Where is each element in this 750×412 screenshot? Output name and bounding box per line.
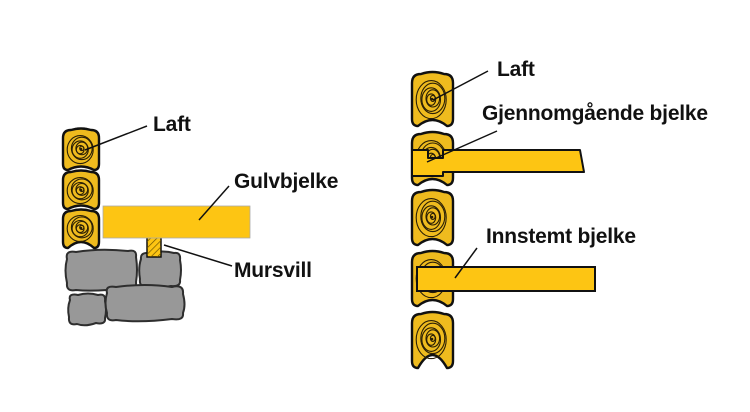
- label-laft-left: Laft: [153, 113, 191, 136]
- floor-beam: [102, 205, 251, 239]
- through-beam: [411, 149, 585, 177]
- label-mursvill: Mursvill: [234, 259, 312, 282]
- pointer-lines: [84, 70, 498, 279]
- log-end: [61, 208, 101, 250]
- label-gjennomgaende-bjelke: Gjennomgående bjelke: [482, 102, 708, 125]
- log-end: [410, 188, 455, 247]
- log-end: [410, 70, 455, 128]
- stone-foundation: [64, 248, 186, 327]
- log-end: [61, 127, 101, 172]
- label-innstemt-bjelke: Innstemt bjelke: [486, 225, 636, 248]
- pointer-laft-right: [432, 70, 489, 101]
- stone: [104, 284, 186, 323]
- mursvill-sill: [146, 233, 162, 258]
- pointer-gulvbjelke: [198, 185, 230, 221]
- log-end: [410, 310, 455, 370]
- label-laft-right: Laft: [497, 58, 535, 81]
- label-gulvbjelke: Gulvbjelke: [234, 170, 339, 193]
- log-end: [61, 169, 101, 211]
- right-log-stack: [410, 70, 455, 370]
- stone: [67, 292, 107, 327]
- pointer-laft-left: [84, 125, 148, 151]
- left-log-stack: [61, 127, 101, 250]
- pointer-mursvill: [163, 244, 233, 267]
- pointer-gjennomgaende: [426, 130, 498, 163]
- stone: [64, 248, 138, 292]
- mortised-beam: [416, 266, 596, 292]
- pointer-innstemt: [454, 247, 478, 279]
